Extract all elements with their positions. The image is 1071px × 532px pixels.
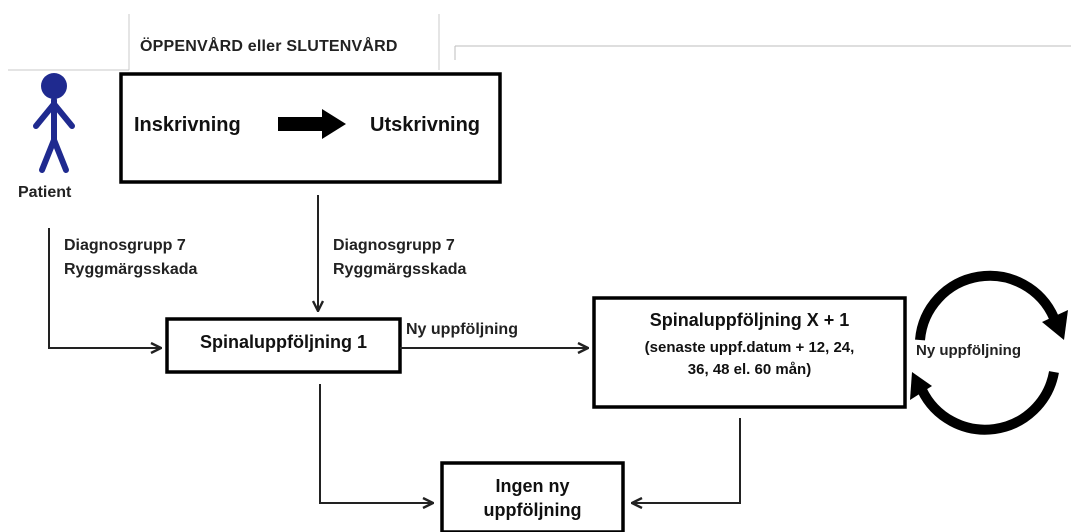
arrow-spinal-1-to-no-followup bbox=[319, 384, 432, 503]
diagnosis-left-line2: Ryggmärgsskada bbox=[64, 261, 198, 278]
diagnosis-label-center: Diagnosgrupp 7 Ryggmärgsskada bbox=[333, 234, 466, 282]
edge-label-new-followup: Ny uppföljning bbox=[406, 321, 518, 338]
spinal-x-box bbox=[592, 296, 907, 409]
spinal-1-box bbox=[165, 317, 402, 374]
spinal-1-label: Spinaluppföljning 1 bbox=[200, 332, 367, 352]
diagnosis-center-line1: Diagnosgrupp 7 bbox=[333, 237, 455, 254]
tab-outline bbox=[8, 14, 1071, 71]
diagnosis-left-line1: Diagnosgrupp 7 bbox=[64, 237, 186, 254]
patient-label: Patient bbox=[18, 184, 72, 201]
tab-title: ÖPPENVÅRD eller SLUTENVÅRD bbox=[140, 38, 398, 55]
arrow-patient-to-spinal-1 bbox=[48, 228, 160, 348]
no-followup-box bbox=[440, 461, 625, 532]
stick-figure-icon bbox=[33, 73, 75, 173]
diagnosis-label-left: Diagnosgrupp 7 Ryggmärgsskada bbox=[64, 234, 197, 282]
spinal-x-text: Spinaluppföljning X + 1 (senaste uppf.da… bbox=[594, 310, 905, 381]
no-followup-line2: uppföljning bbox=[483, 500, 582, 520]
diagnosis-center-line2: Ryggmärgsskada bbox=[333, 261, 467, 278]
no-followup-line1: Ingen ny bbox=[495, 476, 570, 496]
spinal-x-title: Spinaluppföljning X + 1 bbox=[649, 310, 850, 330]
thick-arrow-icon bbox=[278, 109, 346, 139]
no-followup-text: Ingen ny uppföljning bbox=[442, 474, 623, 522]
cycle-arrows-icon bbox=[910, 270, 1068, 435]
spinal-x-detail-line1: (senaste uppf.datum + 12, 24, bbox=[644, 339, 855, 356]
arrow-spinal-x-to-no-followup bbox=[633, 418, 741, 503]
spinal-x-detail-line2: 36, 48 el. 60 mån) bbox=[687, 361, 812, 378]
cycle-label: Ny uppföljning bbox=[916, 342, 1021, 359]
admission-right-label: Utskrivning bbox=[370, 114, 481, 136]
admission-left-label: Inskrivning bbox=[134, 114, 241, 136]
